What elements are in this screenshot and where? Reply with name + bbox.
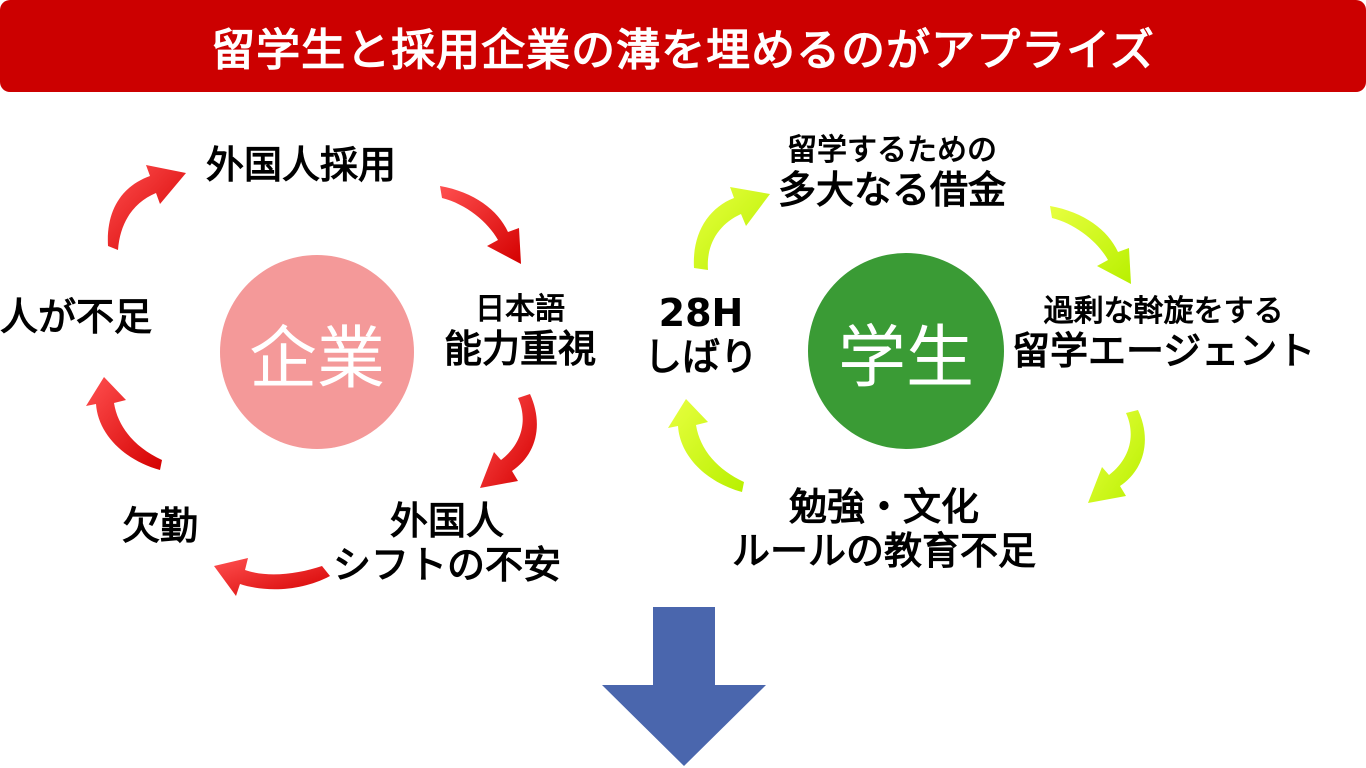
node-shortage: 人が不足 xyxy=(0,295,153,339)
node-foreign-hiring: 外国人採用 xyxy=(206,143,397,187)
arrow-edu-to-hours xyxy=(668,399,744,492)
arrow-shift-to-absence xyxy=(214,558,330,596)
node-shift-anxiety: 外国人 シフトの不安 xyxy=(333,499,562,587)
arrow-hours-to-debt xyxy=(693,187,770,270)
node-debt: 留学するための 多大なる借金 xyxy=(778,133,1007,212)
arrow-skill-to-shift xyxy=(480,394,537,488)
banner-title: 留学生と採用企業の溝を埋めるのがアプライズ xyxy=(211,25,1155,76)
arrow-absence-to-shortage xyxy=(86,377,162,470)
arrow-shortage-to-hiring xyxy=(107,165,186,250)
title-banner: 留学生と採用企業の溝を埋めるのがアプライズ xyxy=(0,0,1366,92)
down-arrow xyxy=(602,607,766,766)
company-circle: 企業 xyxy=(220,255,414,449)
node-agent: 過剰な斡旋をする 留学エージェント xyxy=(1012,294,1316,373)
node-28h: 28H しばり xyxy=(644,291,759,379)
node-japanese-skill: 日本語 能力重視 xyxy=(444,292,597,371)
student-circle: 学生 xyxy=(808,253,1004,449)
arrow-hiring-to-skill xyxy=(440,186,521,264)
arrow-debt-to-agent xyxy=(1050,206,1131,284)
arrow-agent-to-edu xyxy=(1088,410,1145,503)
node-education: 勉強・文化 ルールの教育不足 xyxy=(732,485,1037,573)
student-label: 学生 xyxy=(837,318,974,398)
node-absence: 欠勤 xyxy=(122,504,199,548)
company-label: 企業 xyxy=(248,319,385,399)
